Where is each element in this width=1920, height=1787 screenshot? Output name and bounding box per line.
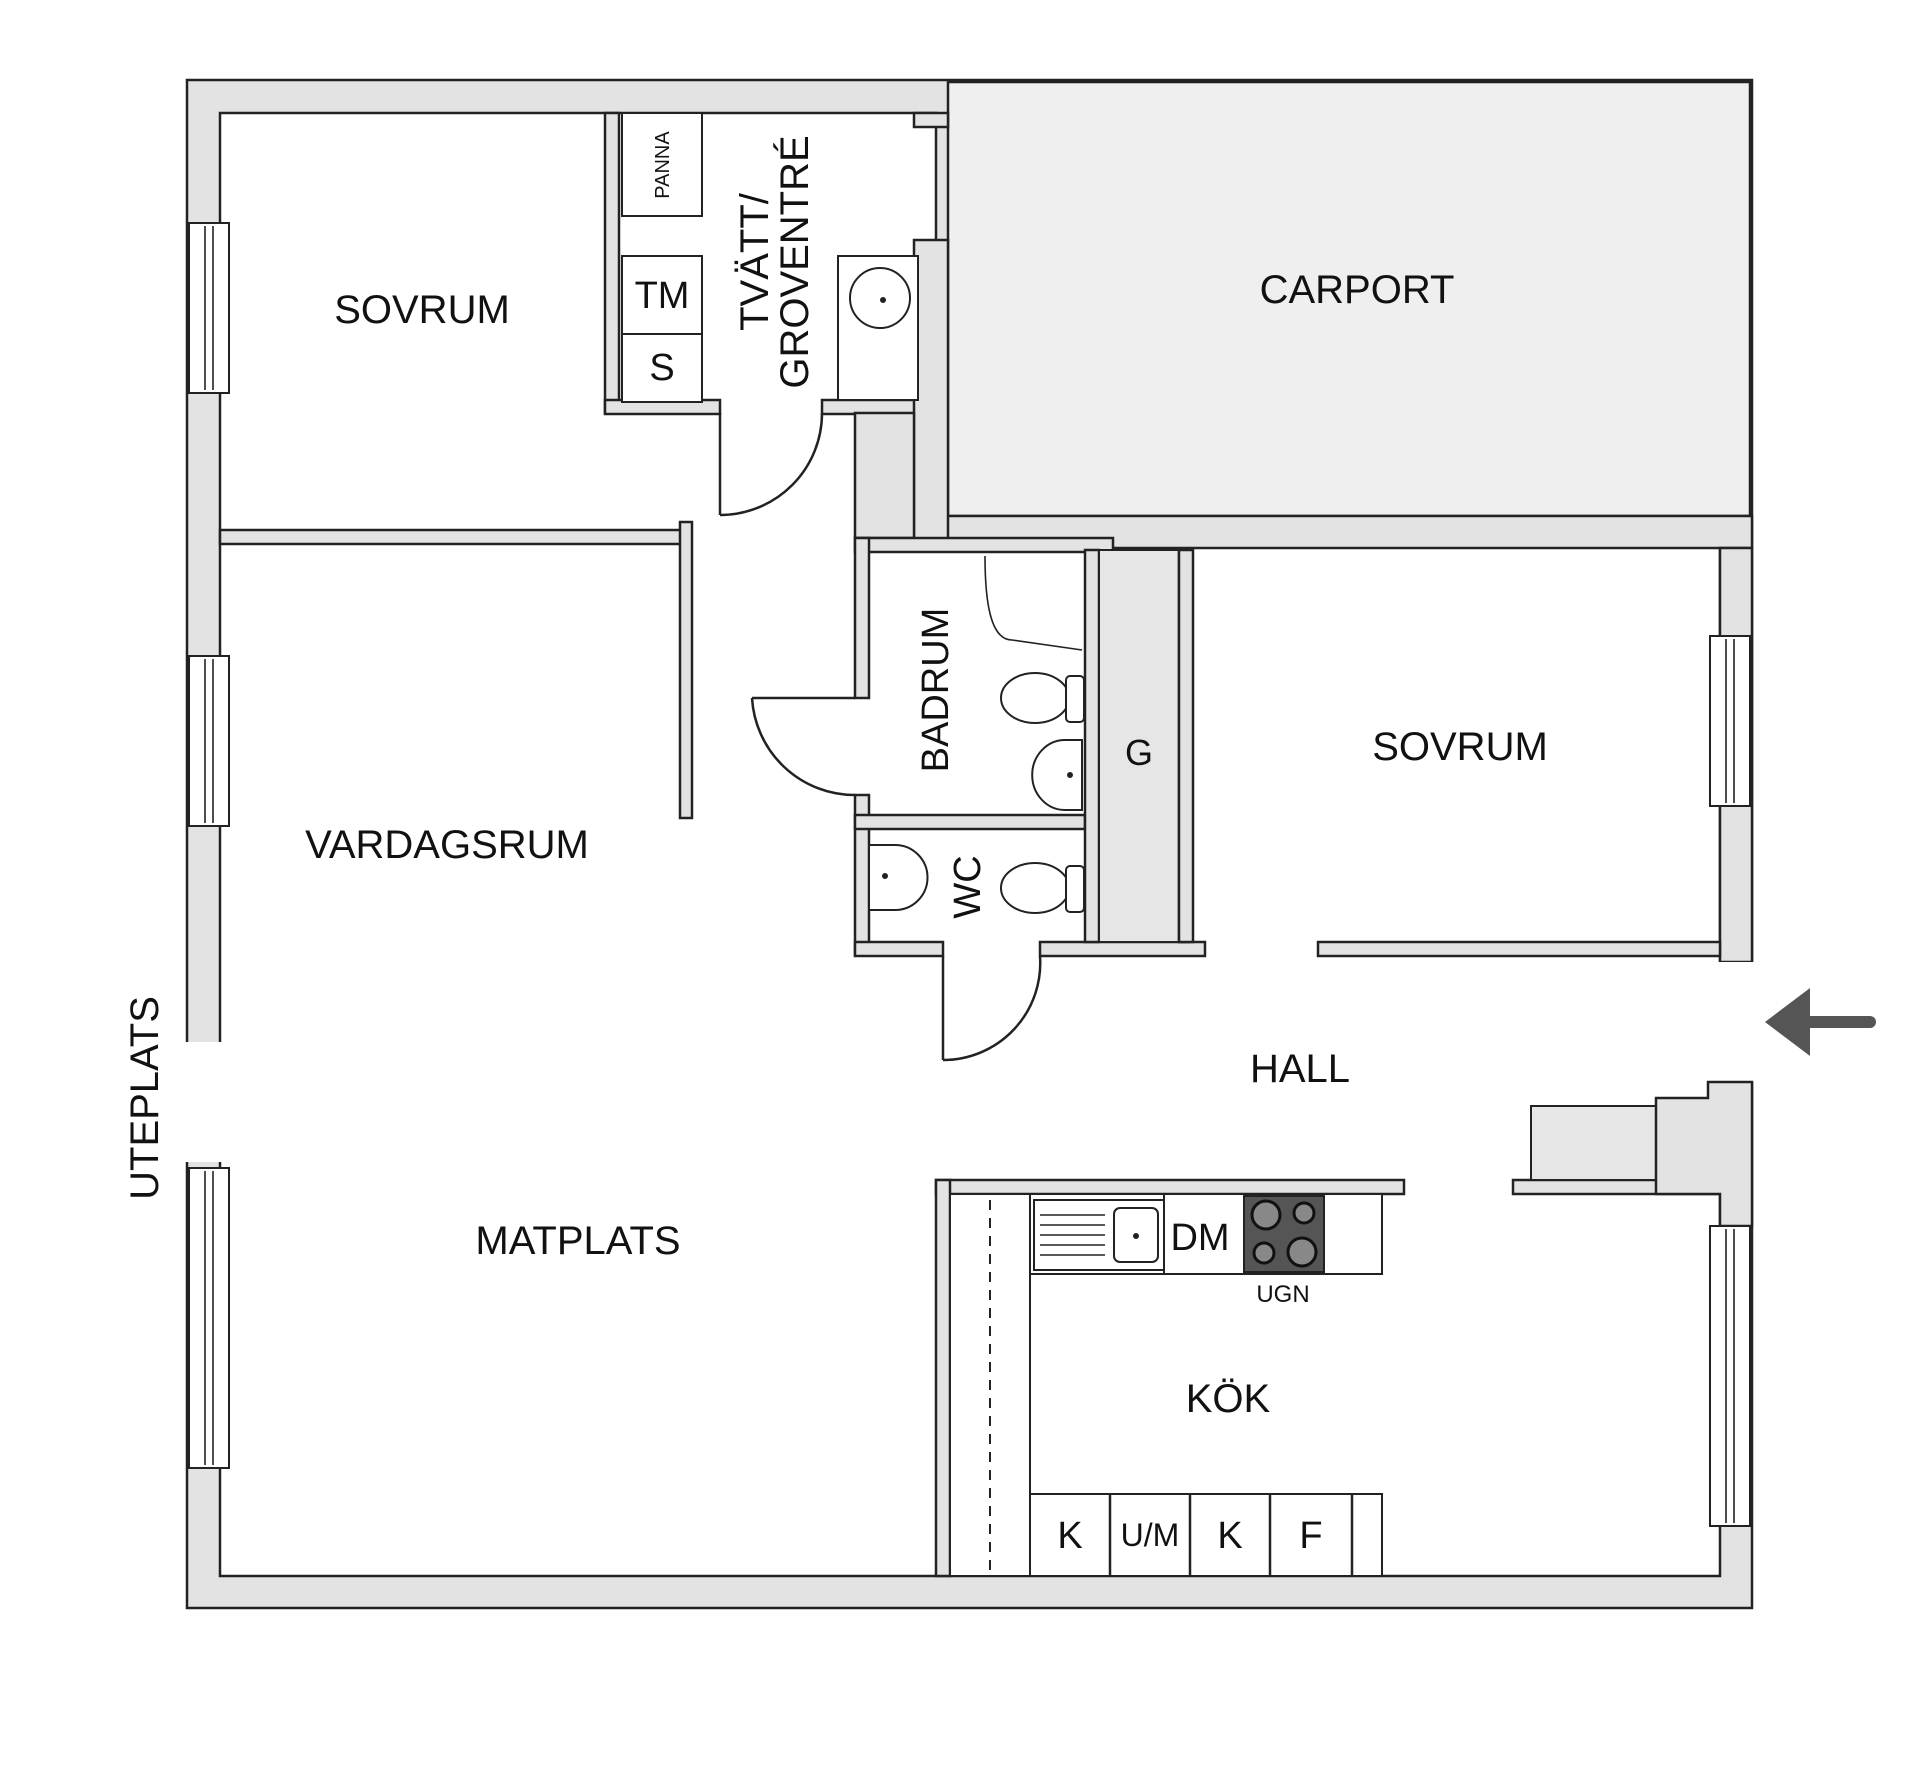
window-icon: [188, 1167, 230, 1469]
room-label-tvatt: TVÄTT/: [733, 192, 777, 331]
room-label-sovrum: SOVRUM: [334, 288, 510, 332]
fixture-label-k2: K: [1217, 1515, 1242, 1557]
room-label-matplats: MATPLATS: [475, 1219, 680, 1263]
fixture-label-dm: DM: [1170, 1217, 1229, 1259]
kitchen-bottom-counter: [1029, 1493, 1383, 1577]
sink-icon: [849, 267, 911, 329]
wall-bath-right: [1083, 548, 1101, 944]
window-icon: [188, 655, 230, 827]
toilet-icon: [1000, 862, 1085, 914]
room-label-vardagsrum: VARDAGSRUM: [305, 823, 589, 867]
boiler-panna: [621, 112, 703, 217]
sink-icon: [1031, 739, 1083, 811]
wall-bedroom2-bottom: [1316, 940, 1722, 958]
toilet-icon: [1000, 672, 1085, 724]
shaft: [853, 411, 916, 540]
shower-curtain: [984, 555, 1083, 651]
dryer-s: [621, 333, 703, 403]
room-label-carport: CARPORT: [1260, 268, 1455, 312]
wall-kitchen-top: [934, 1178, 1406, 1196]
fixture-label-um: U/M: [1121, 1517, 1180, 1553]
wall-laundry-notch: [912, 111, 950, 129]
stove-icon: [1243, 1195, 1325, 1273]
fixture-label-tm: TM: [635, 275, 690, 317]
door-swing-icon: [750, 696, 856, 797]
wall-laundry-right: [912, 238, 950, 542]
fixture-label-g: G: [1125, 732, 1153, 773]
wall-wc-bottom-right: [1038, 940, 1207, 958]
door-swing-icon: [941, 955, 1042, 1062]
exterior-label-uteplats: UTEPLATS: [123, 996, 167, 1200]
room-label-kok: KÖK: [1186, 1377, 1271, 1421]
carport-area: [946, 80, 1752, 518]
room-label-sovrum-2: SOVRUM: [1372, 725, 1548, 769]
fixture-label-panna: PANNA: [652, 131, 674, 199]
closet-g: [1098, 549, 1180, 943]
room-label-badrum: BADRUM: [915, 608, 957, 773]
fixture-label-ugn: UGN: [1256, 1281, 1309, 1308]
window-icon: [188, 222, 230, 394]
wall-bedroom-laundry: [603, 111, 621, 415]
wall-bath-wc-divider: [853, 813, 1087, 831]
dishwasher-dm: [1163, 1193, 1245, 1275]
sink-icon: [1033, 1199, 1165, 1271]
doors: [718, 412, 1042, 1062]
room-label-wc: WC: [947, 855, 989, 918]
wall-living-stub: [678, 520, 694, 820]
fixture-label-s: S: [649, 347, 674, 389]
window-icon: [1709, 635, 1751, 807]
window-icon: [1709, 1225, 1751, 1527]
windows: [185, 222, 1751, 1527]
sink-icon: [868, 844, 929, 911]
patio-opening: [185, 1042, 222, 1162]
wall-bedroom-living: [218, 528, 687, 546]
fixture-label-f: F: [1299, 1515, 1322, 1557]
door-swing-icon: [718, 412, 824, 517]
wall-bedroom2-left: [1177, 548, 1195, 944]
entrance-arrow-icon: [1765, 988, 1876, 1056]
room-label-hall: HALL: [1250, 1047, 1350, 1091]
entrance-opening: [1716, 962, 1756, 1082]
wall-kitchen-left: [934, 1178, 952, 1578]
kitchen-bottom-units: [1108, 1494, 1354, 1576]
entrance-closet: [1530, 1105, 1657, 1181]
room-label-groventre: GROVENTRÉ: [772, 135, 817, 388]
fixture-label-k1: K: [1057, 1515, 1082, 1557]
entrance-wall-step: [1654, 1080, 1754, 1228]
wall-bath-left-upper: [853, 536, 871, 700]
wall-bath-top: [853, 536, 1115, 554]
wall-wc-bottom-left: [853, 940, 945, 958]
